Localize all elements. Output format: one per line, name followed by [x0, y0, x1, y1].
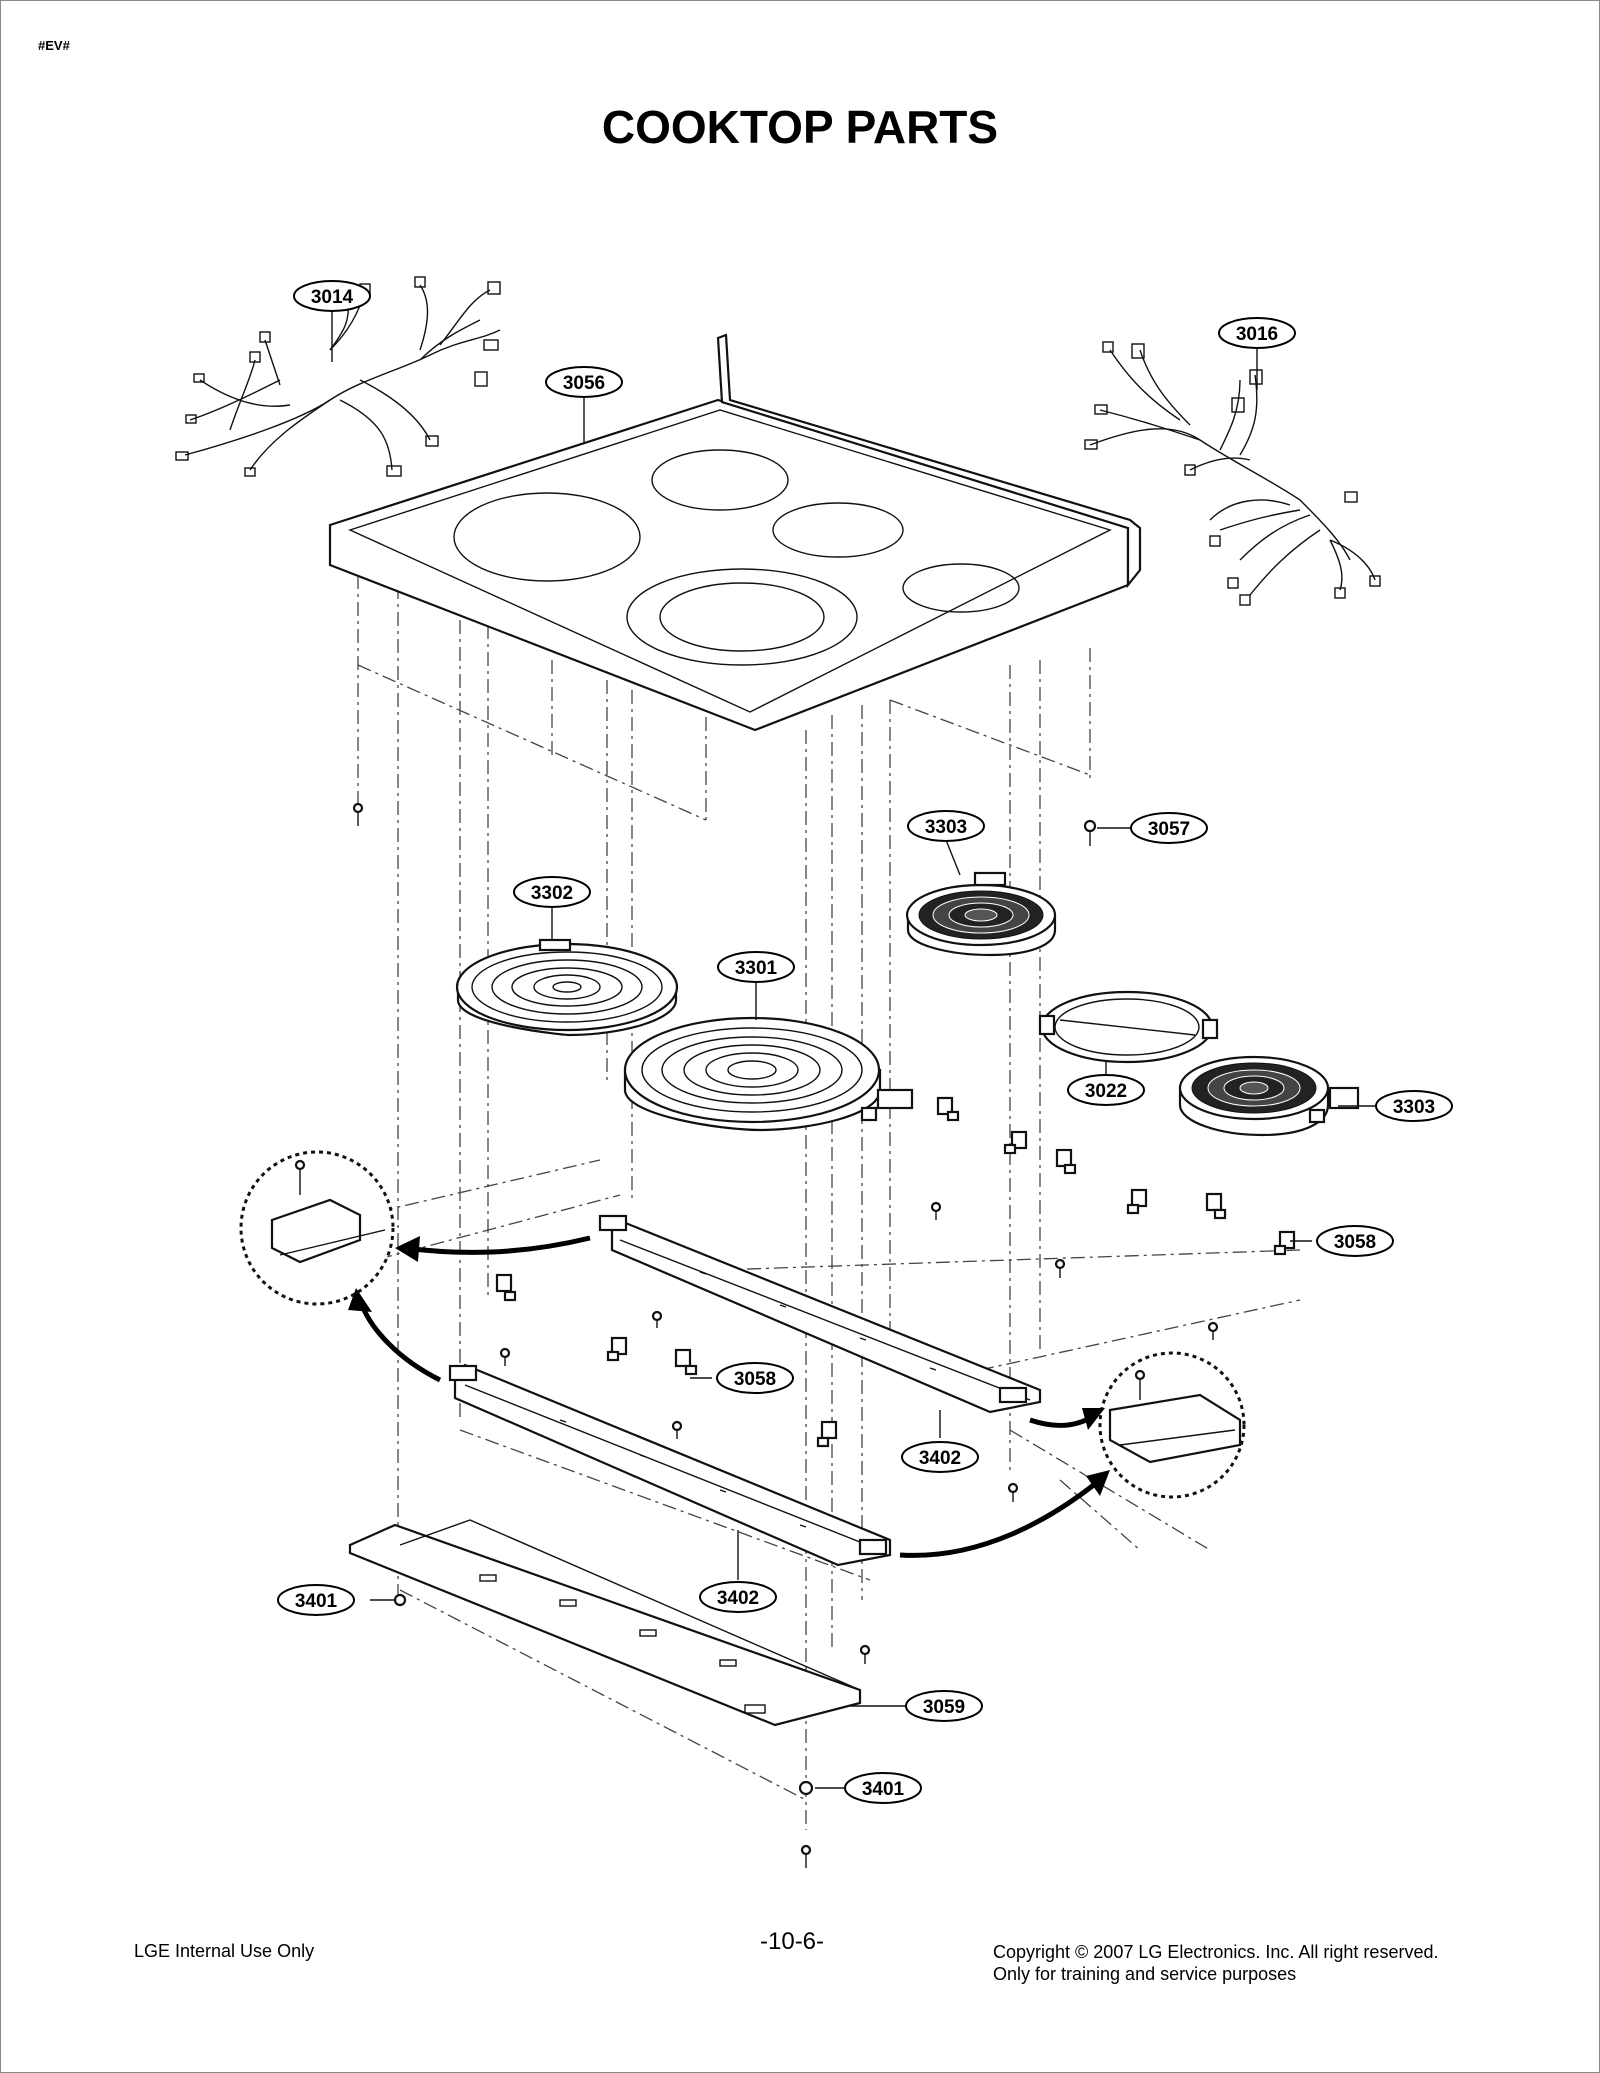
callout-label: 3302 [531, 883, 573, 904]
detail-circle-left [239, 1150, 395, 1306]
clips-3058 [495, 1096, 1296, 1448]
plate-3059 [348, 1519, 862, 1727]
document-tag: #EV# [38, 38, 70, 53]
callout-3303-top: 3303 [907, 810, 985, 842]
wire-harness-3016 [1084, 341, 1381, 606]
rail-3402-lower [448, 1363, 892, 1567]
footer-copyright: Copyright © 2007 LG Electronics. Inc. Al… [993, 1941, 1438, 1985]
element-3303-right [1178, 1055, 1360, 1137]
wire-harness-3014 [175, 276, 501, 477]
callout-3303-right: 3303 [1375, 1090, 1453, 1122]
callout-3301: 3301 [717, 951, 795, 983]
callout-label: 3057 [1148, 819, 1190, 840]
detail-arrows [348, 1235, 1110, 1558]
detail-circle-right [1098, 1351, 1246, 1499]
callout-3402-lower: 3402 [699, 1581, 777, 1613]
rail-3402-upper [598, 1214, 1042, 1414]
callout-label: 3056 [563, 373, 605, 394]
callout-3056: 3056 [545, 366, 623, 398]
callout-3016: 3016 [1218, 317, 1296, 349]
callout-label: 3022 [1085, 1081, 1127, 1102]
page-number: -10-6- [760, 1928, 825, 1955]
callout-3401-left: 3401 [277, 1584, 355, 1616]
callout-3058-right: 3058 [1316, 1225, 1394, 1257]
copyright-line-1: Copyright © 2007 LG Electronics. Inc. Al… [993, 1942, 1439, 1962]
footer-internal-use: LGE Internal Use Only [134, 1941, 315, 1961]
copyright-line-2: Only for training and service purposes [993, 1964, 1297, 1984]
assembly-lines [299, 575, 1301, 1830]
page-title: COOKTOP PARTS [601, 101, 999, 153]
callout-label: 3059 [923, 1697, 965, 1718]
callout-3014: 3014 [293, 280, 371, 312]
callout-3401-bottom: 3401 [844, 1772, 922, 1804]
cooktop-glass-3056 [328, 333, 1142, 732]
callout-3058-center: 3058 [716, 1362, 794, 1394]
callout-label: 3303 [925, 817, 967, 838]
element-3301 [623, 1016, 914, 1132]
callout-label: 3301 [735, 958, 778, 979]
callout-label: 3401 [295, 1591, 338, 1612]
callout-label: 3016 [1236, 324, 1278, 345]
element-3302 [455, 938, 679, 1037]
leader-lines [331, 310, 1378, 1789]
callout-label: 3303 [1393, 1097, 1435, 1118]
callout-3057: 3057 [1130, 812, 1208, 844]
callout-label: 3058 [1334, 1232, 1376, 1253]
callout-label: 3058 [734, 1369, 776, 1390]
callout-label: 3401 [862, 1779, 905, 1800]
callout-label: 3014 [311, 287, 354, 308]
callout-label: 3402 [919, 1448, 961, 1469]
callout-3402-upper: 3402 [901, 1441, 979, 1473]
callout-label: 3402 [717, 1588, 759, 1609]
element-3303-top [905, 871, 1057, 957]
bracket-3022 [1038, 990, 1219, 1064]
callout-3022: 3022 [1067, 1074, 1145, 1106]
callout-3059: 3059 [905, 1690, 983, 1722]
callout-3302: 3302 [513, 876, 591, 908]
